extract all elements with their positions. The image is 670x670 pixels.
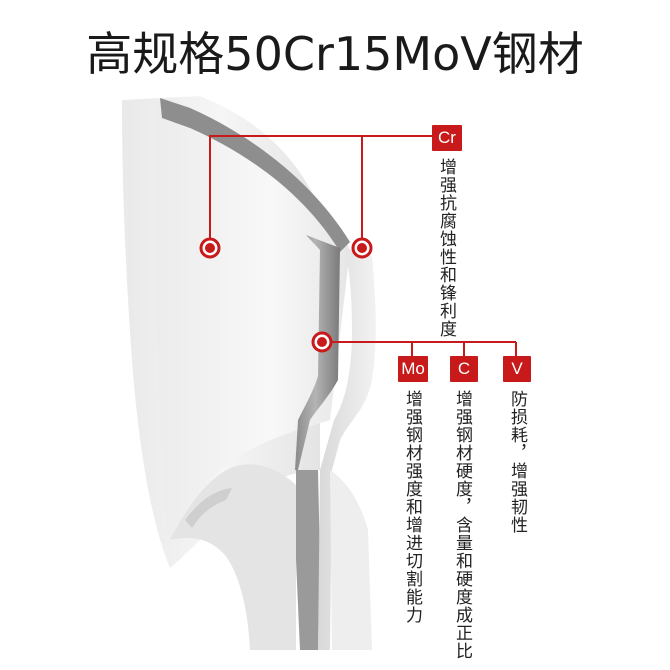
tag-mo: Mo xyxy=(398,356,428,382)
tag-v: V xyxy=(503,356,531,382)
connector-lines xyxy=(209,135,517,356)
blade-right-lower xyxy=(330,470,372,650)
blade-core-lower xyxy=(296,470,320,650)
marker-2 xyxy=(351,237,373,259)
blade-right-layer xyxy=(318,248,376,650)
tag-c: C xyxy=(450,356,478,382)
desc-v: 防损耗，增强韧性 xyxy=(507,390,527,540)
blade-steel-core xyxy=(160,98,350,252)
blade-front-layer xyxy=(154,98,350,545)
marker-1 xyxy=(199,237,221,259)
connector-cr xyxy=(209,135,363,248)
marker-3 xyxy=(311,331,333,353)
desc-c-part1: 增强钢材硬度， xyxy=(452,390,472,516)
desc-v-part1: 防损耗， xyxy=(507,390,527,462)
desc-v-part2: 增强韧性 xyxy=(507,462,527,534)
page-title: 高规格50Cr15MoV钢材 xyxy=(86,27,584,81)
tag-cr: Cr xyxy=(432,125,462,151)
blade-core-edge xyxy=(295,235,340,470)
desc-c-part2: 含量和硬度成正比 xyxy=(452,516,472,660)
desc-c: 增强钢材硬度，含量和硬度成正比 xyxy=(452,390,472,660)
desc-cr: 增强抗腐蚀性和锋利度 xyxy=(436,158,456,338)
desc-mo: 增强钢材强度和增进切割能力 xyxy=(402,390,422,624)
blade-bottom-shadow xyxy=(185,488,232,528)
